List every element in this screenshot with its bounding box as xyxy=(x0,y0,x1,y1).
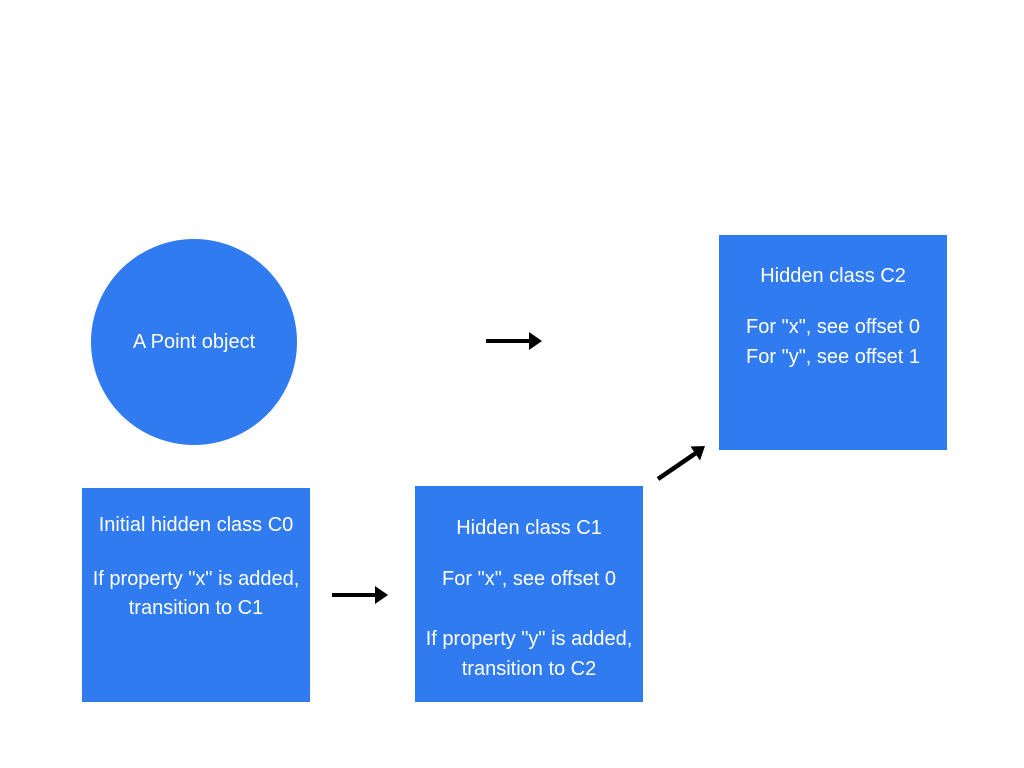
c1-transition-line1: If property "y" is added, xyxy=(425,628,633,650)
point-object-node: A Point object xyxy=(91,239,297,445)
point-object-label: A Point object xyxy=(132,331,256,353)
hidden-class-c1-node: Hidden class C1 For "x", see offset 0 If… xyxy=(415,486,643,702)
c1-transition-line2: transition to C2 xyxy=(461,658,597,680)
hidden-class-c2-node: Hidden class C2 For "x", see offset 0 Fo… xyxy=(719,235,947,450)
c0-title: Initial hidden class C0 xyxy=(98,514,294,536)
c0-transition-line1: If property "x" is added, xyxy=(92,568,300,590)
c2-title: Hidden class C2 xyxy=(760,265,906,287)
c2-offset-y: For "y", see offset 1 xyxy=(746,346,920,368)
arrow-top-right-icon xyxy=(486,332,542,350)
arrow-c1-to-c2-icon xyxy=(656,446,705,481)
arrow-c0-to-c1-icon xyxy=(332,586,388,604)
c2-offset-x: For "x", see offset 0 xyxy=(746,316,920,338)
c1-offset-x: For "x", see offset 0 xyxy=(442,568,616,590)
c1-title: Hidden class C1 xyxy=(456,517,602,539)
c0-transition-line2: transition to C1 xyxy=(128,597,264,619)
hidden-class-c0-node: Initial hidden class C0 If property "x" … xyxy=(82,488,310,702)
